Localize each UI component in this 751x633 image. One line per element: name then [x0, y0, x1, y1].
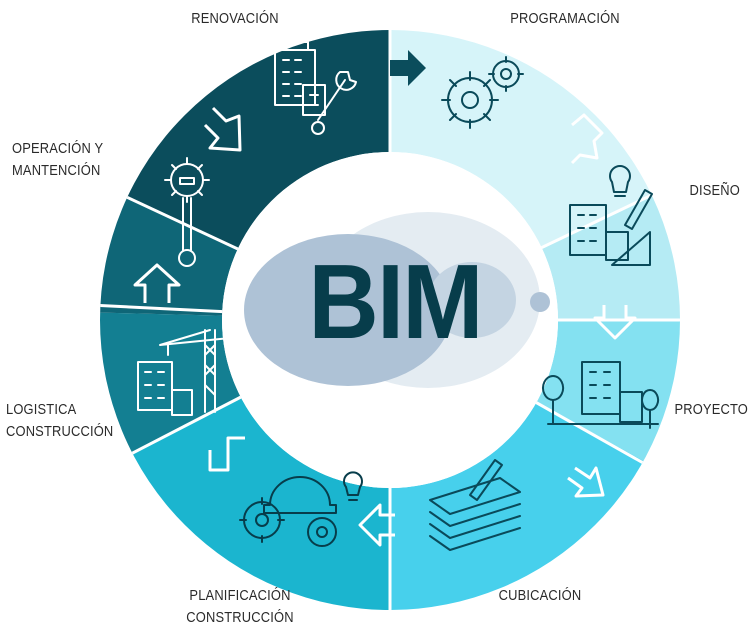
stacked-papers-pencil-icon	[429, 459, 521, 551]
label-logistica-line2: CONSTRUCCIÓN	[6, 423, 114, 440]
label-proyecto: PROYECTO	[655, 399, 748, 421]
label-planificacion: PLANIFICACIÓN CONSTRUCCIÓN	[171, 585, 309, 629]
label-operacion-line2: MANTENCIÓN	[12, 162, 101, 179]
arrow-renovacion-programacion	[390, 50, 426, 86]
center-title: BIM	[308, 242, 481, 361]
label-programacion: PROGRAMACIÓN	[501, 8, 630, 30]
arrow-logistica-operacion	[133, 263, 181, 303]
arrow-diseno-proyecto	[593, 305, 637, 340]
label-proyecto-line: PROYECTO	[674, 401, 748, 418]
label-renovacion-line: RENOVACIÓN	[191, 10, 279, 27]
building-crane-icon	[137, 329, 231, 416]
arrow-programacion-diseno	[570, 113, 604, 165]
label-diseno-line: DISEÑO	[689, 182, 740, 199]
label-operacion: OPERACIÓN Y MANTENCIÓN	[12, 138, 124, 182]
building-wrench-icon	[274, 41, 357, 135]
arrow-proyecto-cubicacion	[567, 466, 605, 498]
gears-helmet-lightbulb-icon	[239, 471, 363, 547]
buildings-trees-icon	[542, 361, 660, 429]
arrow-operacion-renovacion	[203, 106, 242, 152]
label-diseno: DISEÑO	[645, 180, 740, 202]
label-planificacion-line1: PLANIFICACIÓN	[189, 587, 291, 604]
center-bubbles	[244, 212, 550, 388]
label-logistica: LOGISTICA CONSTRUCCIÓN	[6, 399, 126, 443]
label-programacion-line: PROGRAMACIÓN	[510, 10, 620, 27]
label-planificacion-line2: CONSTRUCCIÓN	[186, 609, 294, 626]
arrow-planificacion-logistica	[208, 436, 245, 472]
gears-icon	[441, 56, 524, 129]
label-operacion-line1: OPERACIÓN Y	[12, 140, 104, 157]
arrow-cubicacion-planificacion	[358, 503, 395, 547]
flow-arrows	[133, 50, 637, 547]
label-logistica-line1: LOGISTICA	[6, 401, 77, 418]
label-renovacion: RENOVACIÓN	[171, 8, 300, 30]
building-pencil-lightbulb-icon	[569, 165, 653, 266]
label-cubicacion-line: CUBICACIÓN	[498, 587, 582, 604]
label-cubicacion: CUBICACIÓN	[476, 585, 605, 607]
gear-wrench-icon	[164, 157, 210, 267]
